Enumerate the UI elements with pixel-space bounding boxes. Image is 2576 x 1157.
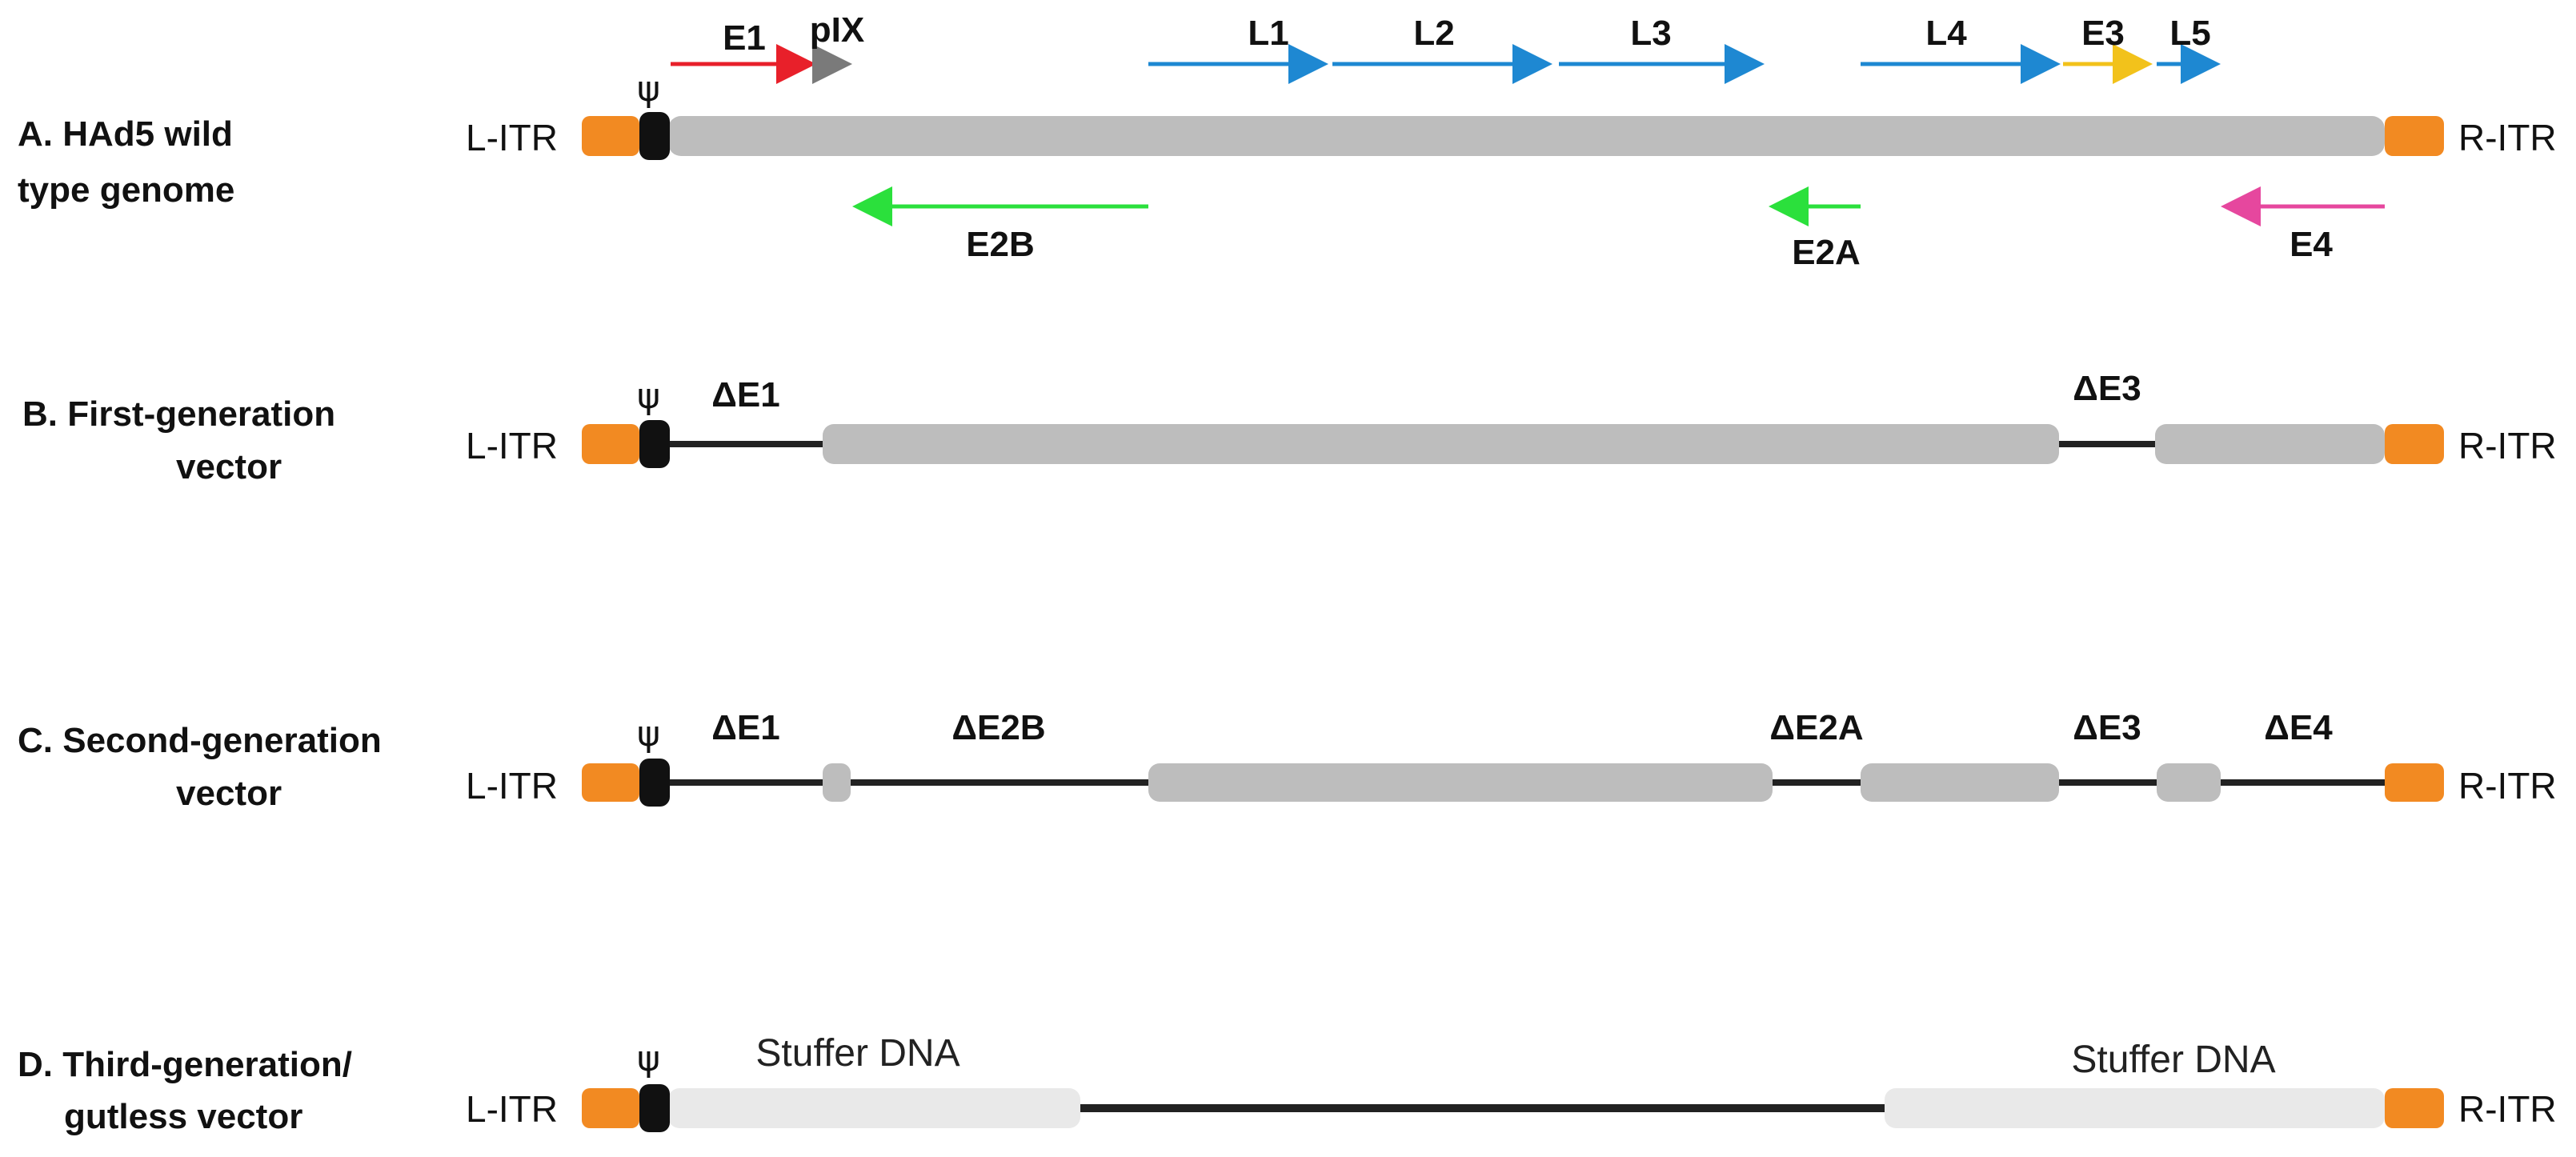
panel-b-left-itr-label: L-ITR — [466, 425, 558, 466]
panel-c-left-itr-label: L-ITR — [466, 765, 558, 807]
panel-c-right-itr — [2385, 763, 2444, 802]
panel-b-psi-label: ψ — [637, 376, 660, 417]
panel-d-stuffer-right — [1885, 1088, 2385, 1128]
panel-c-second-generation: C. Second-generation vector L-ITR R-ITR … — [18, 708, 2557, 813]
panel-a-title-line1: A. HAd5 wild — [18, 114, 233, 154]
panel-c-deletion-label-e1: ΔE1 — [711, 708, 779, 747]
panel-b-right-itr-label: R-ITR — [2458, 425, 2557, 466]
panel-d-stuffer-label-left: Stuffer DNA — [755, 1032, 959, 1075]
panel-d-title-line2: gutless vector — [64, 1097, 302, 1136]
panel-d-right-itr — [2385, 1088, 2444, 1128]
panel-a-wild-type: A. HAd5 wild type genome L-ITR R-ITR ψ E… — [18, 10, 2557, 272]
panel-d-gutless: D. Third-generation/ gutless vector L-IT… — [18, 1032, 2557, 1136]
panel-b-genome-segment-2 — [2155, 424, 2385, 464]
panel-d-left-itr — [582, 1088, 639, 1128]
panel-d-title-line1: D. Third-generation/ — [18, 1045, 352, 1084]
panel-a-right-itr — [2385, 116, 2444, 156]
panel-c-deletion-label-e4: ΔE4 — [2264, 708, 2333, 747]
panel-d-stuffer-label-right: Stuffer DNA — [2071, 1039, 2275, 1081]
transcript-label-l5: L5 — [2169, 14, 2210, 53]
transcript-label-l4: L4 — [1925, 14, 1967, 53]
transcript-label-e3: E3 — [2081, 14, 2125, 53]
panel-c-genome-segment-3 — [1861, 763, 2059, 802]
panel-c-deletion-label-e2a: ΔE2A — [1769, 708, 1863, 747]
panel-d-stuffer-left — [668, 1088, 1080, 1128]
panel-c-genome-segment-1 — [823, 763, 851, 802]
panel-c-deletion-label-e3: ΔE3 — [2073, 708, 2141, 747]
panel-c-genome-segment-4 — [2157, 763, 2221, 802]
panel-c-title-line1: C. Second-generation — [18, 721, 382, 760]
panel-b-packaging-signal — [639, 420, 670, 468]
transcript-label-e2a: E2A — [1792, 233, 1861, 272]
panel-b-title-line1: B. First-generation — [22, 394, 335, 434]
panel-d-left-itr-label: L-ITR — [466, 1088, 558, 1130]
panel-c-left-itr — [582, 763, 639, 802]
panel-d-psi-label: ψ — [637, 1039, 660, 1079]
transcript-label-l2: L2 — [1413, 14, 1454, 53]
transcript-label-l1: L1 — [1248, 14, 1288, 53]
panel-a-genome-bar — [668, 116, 2385, 156]
transcript-label-e2b: E2B — [966, 225, 1035, 264]
panel-d-right-itr-label: R-ITR — [2458, 1088, 2557, 1130]
panel-b-right-itr — [2385, 424, 2444, 464]
panel-b-first-generation: B. First-generation vector L-ITR R-ITR ψ… — [22, 369, 2557, 486]
panel-c-psi-label: ψ — [637, 714, 660, 755]
panel-b-left-itr — [582, 424, 639, 464]
panel-c-deletion-label-e2b: ΔE2B — [951, 708, 1045, 747]
panel-a-packaging-signal — [639, 112, 670, 160]
panel-c-packaging-signal — [639, 759, 670, 807]
transcript-label-pix: pIX — [810, 10, 864, 50]
panel-c-right-itr-label: R-ITR — [2458, 765, 2557, 807]
transcript-label-e1: E1 — [723, 18, 766, 58]
panel-c-genome-segment-2 — [1148, 763, 1773, 802]
panel-b-title-line2: vector — [176, 447, 282, 486]
transcript-label-l3: L3 — [1630, 14, 1671, 53]
panel-d-packaging-signal — [639, 1084, 670, 1132]
panel-a-right-itr-label: R-ITR — [2458, 117, 2557, 158]
panel-b-genome-segment-1 — [823, 424, 2059, 464]
panel-c-title-line2: vector — [176, 774, 282, 813]
panel-b-deletion-label-e3: ΔE3 — [2073, 369, 2141, 408]
panel-a-left-itr-label: L-ITR — [466, 117, 558, 158]
panel-a-title-line2: type genome — [18, 170, 234, 210]
panel-b-deletion-label-e1: ΔE1 — [711, 375, 779, 414]
panel-a-psi-label: ψ — [637, 69, 660, 110]
panel-a-left-itr — [582, 116, 639, 156]
transcript-label-e4: E4 — [2290, 225, 2333, 264]
